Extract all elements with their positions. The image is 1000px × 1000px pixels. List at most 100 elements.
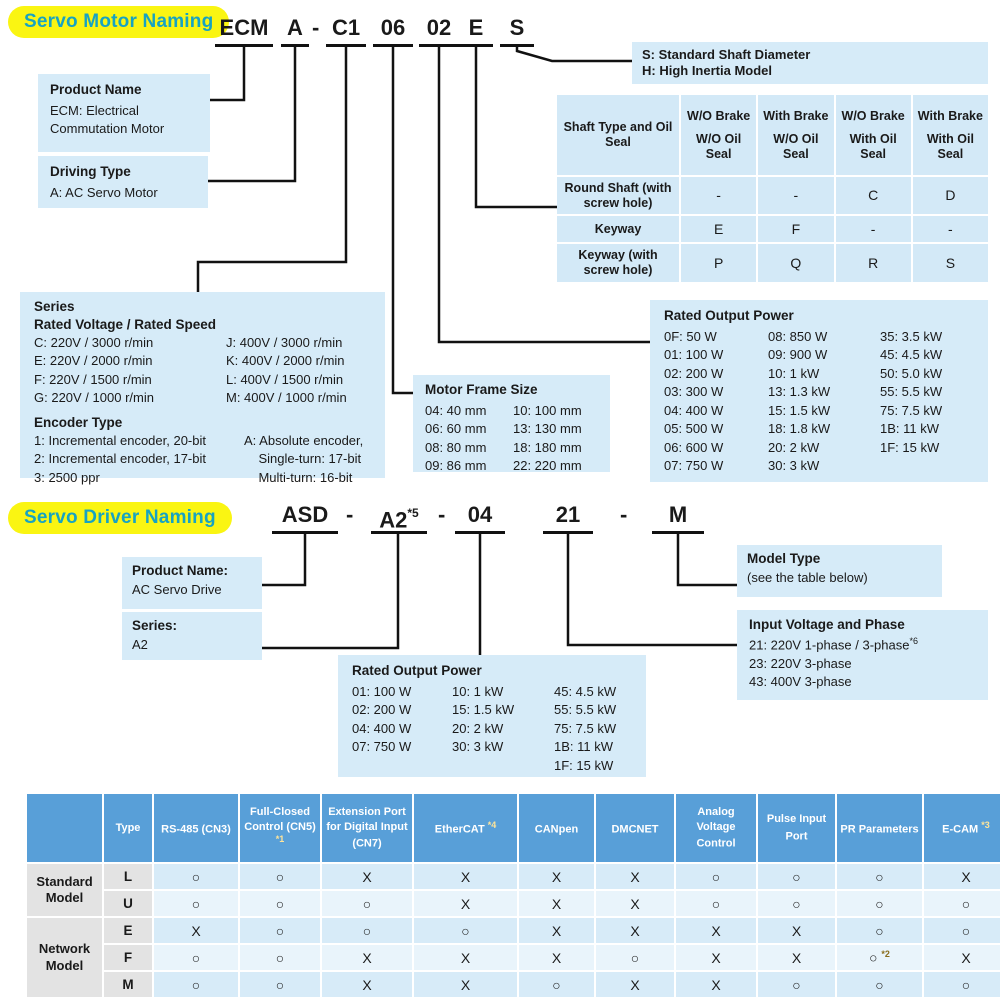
series-box: Series Rated Voltage / Rated Speed C: 22… xyxy=(20,292,385,485)
col-footnote: *4 xyxy=(487,819,497,830)
input-voltage-box: Input Voltage and Phase 21: 220V 1-phase… xyxy=(737,610,988,700)
matrix-cell: X xyxy=(519,891,594,916)
driver-code-asd: ASD xyxy=(272,502,338,534)
matrix-cell: ○ xyxy=(924,972,1000,997)
matrix-row-L: Standard Model L ○ ○ X X X X ○ ○ ○ X xyxy=(27,864,1000,916)
box-title: Rated Output Power xyxy=(352,663,482,678)
col-label: PR Parameters xyxy=(840,823,919,836)
matrix-cell: ○ xyxy=(758,972,835,997)
matrix-cell: X xyxy=(676,918,756,943)
col-label: DMCNET xyxy=(611,823,659,836)
code-text: A2 xyxy=(379,507,408,533)
box-title: Series xyxy=(34,299,75,314)
shaft-col-header: With Brake With Oil Seal xyxy=(912,95,988,175)
box-title: Product Name xyxy=(50,82,142,97)
matrix-col-canpen: CANpen xyxy=(519,794,594,862)
col-label: E-CAM xyxy=(942,823,979,836)
code-text: 06 xyxy=(380,15,406,40)
motor-code-06: 06 xyxy=(373,15,413,47)
col-label: Extension Port for Digital Input (CN7) xyxy=(326,806,408,850)
box-title: Input Voltage and Phase xyxy=(749,617,905,632)
motor-section-badge: Servo Motor Naming xyxy=(8,6,230,38)
matrix-cell: X xyxy=(414,864,517,889)
matrix-cell: ○ xyxy=(240,891,320,916)
shaft-row-label: Round Shaft (with screw hole) xyxy=(557,177,679,214)
matrix-cell: ○ xyxy=(240,972,320,997)
matrix-col-analog-voltage: Analog Voltage Control xyxy=(676,794,756,862)
matrix-header-row: Type RS-485 (CN3) Full-Closed Control (C… xyxy=(27,794,1000,862)
voltage-option: 43: 400V 3-phase xyxy=(749,674,852,690)
code-superscript: *5 xyxy=(407,506,419,520)
motor-code-e: E xyxy=(459,15,493,47)
col-footnote: *3 xyxy=(981,819,990,830)
cell-footnote: *2 xyxy=(881,949,890,960)
box-body: AC Servo Drive xyxy=(132,582,222,597)
shaft-cell: - xyxy=(835,216,911,242)
voltage-list-right: J: 400V / 3000 r/min K: 400V / 2000 r/mi… xyxy=(226,335,347,406)
matrix-row-U: U ○ ○ ○ X X X ○ ○ ○ ○ xyxy=(27,891,1000,916)
frame-list-right: 10: 100 mm 13: 130 mm 18: 180 mm 22: 220… xyxy=(513,403,582,474)
shaft-row-label: Keyway (with screw hole) xyxy=(557,244,679,282)
motor-power-box: Rated Output Power 0F: 50 W 01: 100 W 02… xyxy=(650,300,988,482)
matrix-col-ecam: E-CAM *3 xyxy=(924,794,1000,862)
matrix-col-pr-parameters: PR Parameters xyxy=(837,794,922,862)
matrix-cell: ○ xyxy=(837,972,922,997)
matrix-cell: ○ xyxy=(414,918,517,943)
matrix-corner-cell xyxy=(27,794,102,862)
matrix-row-E: Network Model E X ○ ○ ○ X X X X ○ ○ xyxy=(27,918,1000,997)
shaft-col-header: W/O Brake With Oil Seal xyxy=(835,95,911,175)
matrix-cell: ○ xyxy=(676,891,756,916)
driver-power-box: Rated Output Power 01: 100 W 02: 200 W 0… xyxy=(338,655,646,777)
header-line: With Oil Seal xyxy=(926,131,974,161)
matrix-cell: X xyxy=(596,918,674,943)
shaft-table-corner: Shaft Type and Oil Seal xyxy=(557,95,679,175)
shaft-col-header: W/O Brake W/O Oil Seal xyxy=(681,95,757,175)
group-network-model: Network Model xyxy=(27,918,102,997)
matrix-cell: X xyxy=(596,891,674,916)
matrix-cell: ○ xyxy=(519,972,594,997)
shaft-diameter-note-box: S: Standard Shaft Diameter H: High Inert… xyxy=(632,42,988,84)
box-title: Motor Frame Size xyxy=(425,382,538,397)
frame-list-left: 04: 40 mm 06: 60 mm 08: 80 mm 09: 86 mm xyxy=(425,403,487,474)
header-line: With Oil Seal xyxy=(849,131,897,161)
box-title: Series: xyxy=(132,618,178,633)
voltage-option: 21: 220V 1-phase / 3-phase*6 xyxy=(749,635,976,655)
matrix-cell: ○ xyxy=(837,891,922,916)
matrix-col-full-closed: Full-Closed Control (CN5) *1 xyxy=(240,794,320,862)
motor-code-c1: C1 xyxy=(326,15,366,47)
driver-code-a2: A2*5 xyxy=(371,502,427,534)
motor-code-02: 02 xyxy=(419,15,459,47)
model-type-matrix: Type RS-485 (CN3) Full-Closed Control (C… xyxy=(25,792,1000,999)
matrix-col-rs485: RS-485 (CN3) xyxy=(154,794,238,862)
voltage-superscript: *6 xyxy=(909,636,918,646)
encoder-type-heading: Encoder Type xyxy=(34,414,123,430)
power-list-3: 35: 3.5 kW 45: 4.5 kW 50: 5.0 kW 55: 5.5… xyxy=(880,329,943,455)
code-text: C1 xyxy=(331,15,361,40)
matrix-cell: ○ xyxy=(154,864,238,889)
encoder-list-left: 1: Incremental encoder, 20-bit 2: Increm… xyxy=(34,432,206,485)
matrix-cell: ○ xyxy=(837,864,922,889)
shaft-cell: F xyxy=(758,216,834,242)
matrix-col-ethercat: EtherCAT *4 xyxy=(414,794,517,862)
box-title: Driving Type xyxy=(50,164,131,179)
matrix-cell: X xyxy=(414,891,517,916)
driver-product-name-box: Product Name: AC Servo Drive xyxy=(122,557,262,609)
matrix-cell: ○ xyxy=(240,864,320,889)
matrix-cell: X xyxy=(676,972,756,997)
matrix-cell: ○ xyxy=(758,891,835,916)
col-label: EtherCAT xyxy=(434,823,485,836)
matrix-cell: X xyxy=(519,918,594,943)
header-line: W/O Oil Seal xyxy=(773,131,819,161)
box-body: S: Standard Shaft Diameter H: High Inert… xyxy=(642,47,811,79)
driver-series-box: Series: A2 xyxy=(122,612,262,660)
group-standard-model: Standard Model xyxy=(27,864,102,916)
type-cell: M xyxy=(104,972,152,997)
motor-code-s: S xyxy=(500,15,534,47)
matrix-cell: X xyxy=(758,945,835,970)
matrix-cell: ○ xyxy=(154,891,238,916)
code-text: 21 xyxy=(555,502,581,527)
matrix-cell: ○ xyxy=(240,945,320,970)
matrix-cell: X xyxy=(322,945,412,970)
col-label: CANpen xyxy=(534,823,579,836)
